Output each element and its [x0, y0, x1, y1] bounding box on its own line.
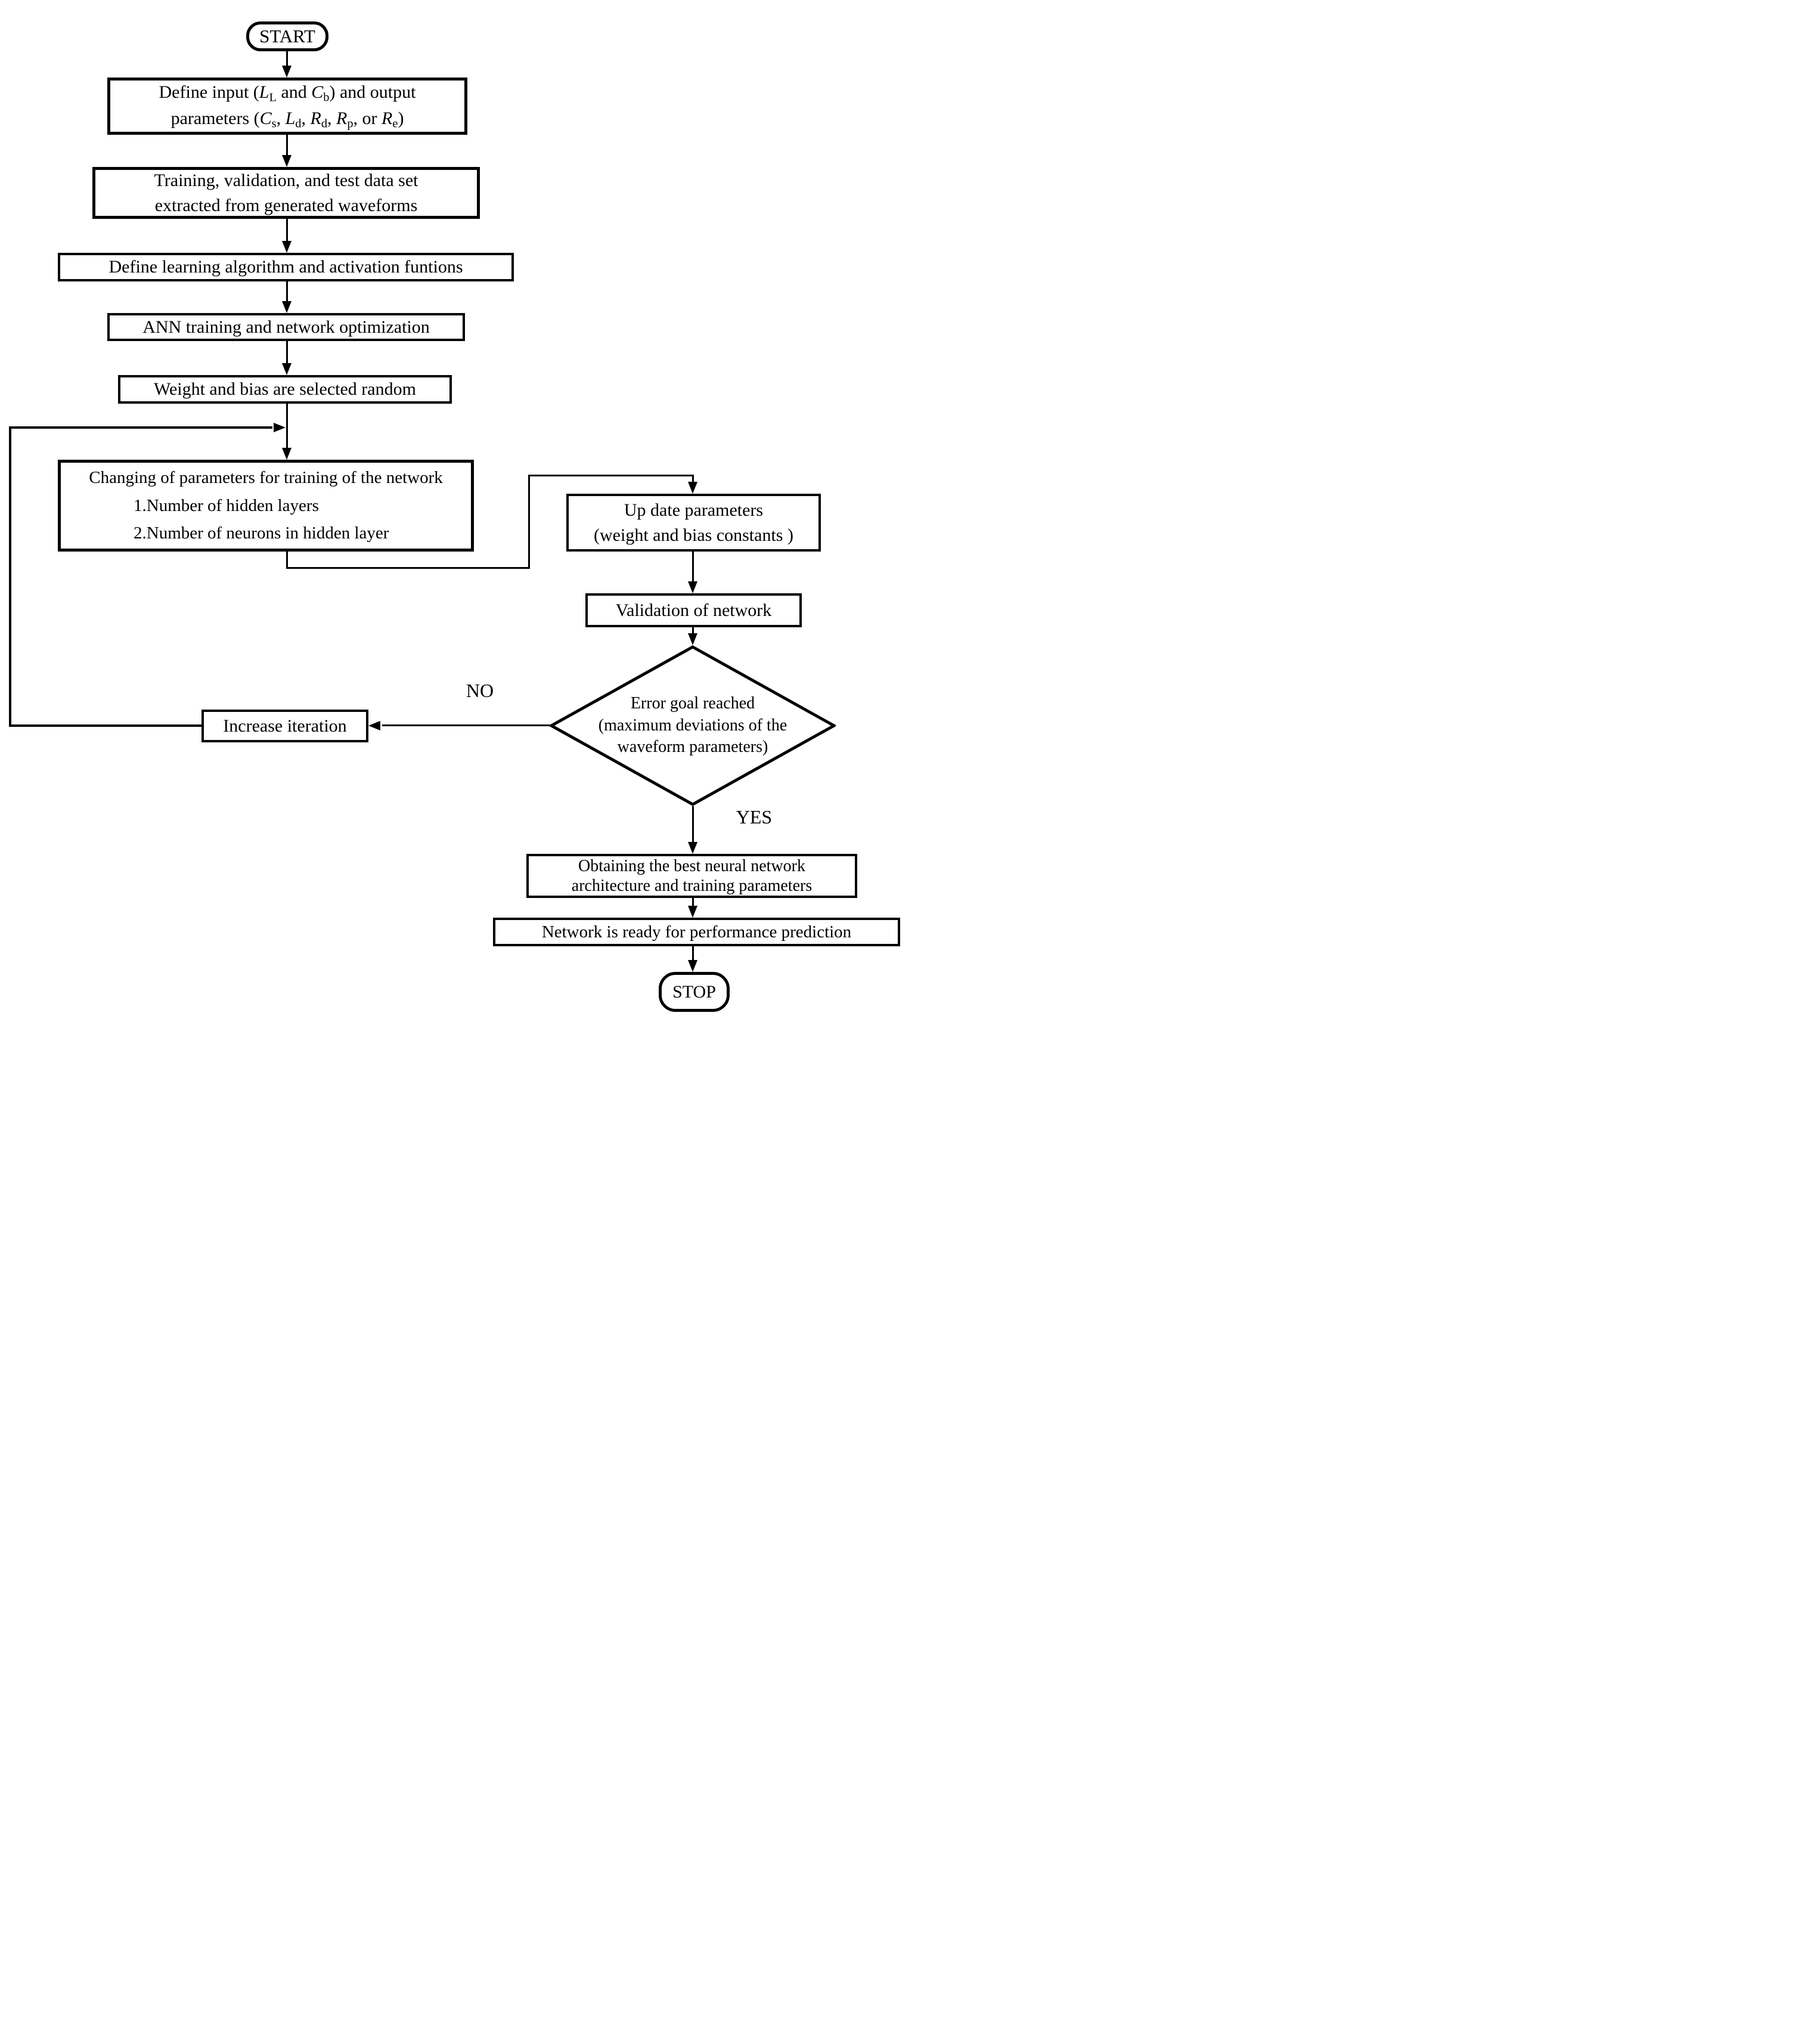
edge-obtaining-ready: [692, 898, 694, 907]
edge-bypass-into-update: [692, 475, 694, 483]
obtaining-line1: Obtaining the best neural network: [578, 856, 805, 875]
arrowhead-obtaining: [688, 842, 697, 854]
decision-line3: waveform parameters): [617, 738, 768, 757]
edge-bypass-top: [528, 475, 694, 476]
node-changing: Changing of parameters for training of t…: [58, 460, 474, 552]
label-no: NO: [466, 680, 494, 701]
stop-label: STOP: [672, 981, 716, 1002]
arrowhead-learning: [282, 241, 292, 253]
node-start: START: [246, 21, 328, 51]
arrowhead-weights: [282, 363, 292, 375]
node-validation: Validation of network: [585, 593, 802, 627]
learning-label: Define learning algorithm and activation…: [108, 257, 463, 277]
node-dataset: Training, validation, and test data set …: [92, 167, 480, 219]
arrowhead-defineio: [282, 66, 292, 78]
node-network-ready: Network is ready for performance predict…: [493, 918, 900, 946]
decision-error-goal: Error goal reached (maximum deviations o…: [548, 645, 838, 806]
edge-learning-anntraining: [286, 281, 288, 302]
update-params-line1: Up date parameters: [624, 500, 764, 521]
arrowhead-increase: [368, 721, 380, 730]
edge-loop-bottom: [10, 724, 201, 727]
update-params-line2: (weight and bias constants ): [594, 525, 793, 545]
arrowhead-changing: [282, 448, 292, 460]
decision-line1: Error goal reached: [630, 693, 755, 713]
edge-defineio-dataset: [286, 135, 288, 156]
edge-bypass-bottom: [286, 567, 530, 569]
weights-label: Weight and bias are selected random: [154, 379, 416, 399]
define-io-line2: parameters (Cs, Ld, Rd, Rp, or Re): [170, 109, 404, 131]
arrowhead-stop: [688, 960, 697, 972]
node-obtaining: Obtaining the best neural network archit…: [526, 854, 857, 898]
edge-validation-decision: [692, 627, 694, 636]
edge-loop-top: [10, 426, 272, 429]
network-ready-label: Network is ready for performance predict…: [541, 922, 852, 942]
node-increase-iteration: Increase iteration: [201, 710, 368, 742]
edge-bypass-rise: [528, 475, 530, 569]
validation-label: Validation of network: [615, 600, 772, 620]
edge-dataset-learning: [286, 219, 288, 242]
decision-diamond-shape: [548, 645, 838, 806]
edge-yes-branch: [692, 806, 694, 843]
obtaining-line2: architecture and training parameters: [571, 877, 813, 895]
edge-loop-left: [9, 426, 11, 727]
arrowhead-ready: [688, 906, 697, 918]
changing-item2: 2.Number of neurons in hidden layer: [134, 524, 389, 543]
arrowhead-validation: [688, 581, 697, 593]
arrowhead-update: [688, 482, 697, 494]
edge-update-validation: [692, 552, 694, 583]
dataset-line2: extracted from generated waveforms: [154, 195, 418, 215]
decision-text: Error goal reached (maximum deviations o…: [550, 645, 836, 806]
node-stop: STOP: [659, 972, 730, 1012]
edge-anntraining-weights: [286, 341, 288, 364]
arrowhead-loop-merge: [274, 423, 286, 432]
decision-line2: (maximum deviations of the: [598, 716, 787, 735]
dataset-line1: Training, validation, and test data set: [154, 171, 418, 191]
increase-iteration-label: Increase iteration: [223, 716, 347, 736]
arrowhead-dataset: [282, 155, 292, 167]
define-io-line1: Define input (LL and Cb) and output: [159, 82, 416, 104]
edge-start-defineio: [286, 51, 288, 67]
node-learning: Define learning algorithm and activation…: [58, 253, 514, 281]
node-weights: Weight and bias are selected random: [118, 375, 452, 404]
label-yes: YES: [736, 806, 773, 828]
arrowhead-anntraining: [282, 301, 292, 313]
node-update-params: Up date parameters (weight and bias cons…: [566, 494, 821, 552]
start-label: START: [259, 25, 315, 47]
edge-weights-changing: [286, 404, 288, 449]
changing-line1: Changing of parameters for training of t…: [89, 468, 443, 488]
ann-training-label: ANN training and network optimization: [142, 317, 430, 337]
edge-bypass-drop: [286, 552, 288, 569]
arrowhead-decision: [688, 633, 697, 645]
edge-no-branch: [382, 724, 550, 726]
node-ann-training: ANN training and network optimization: [107, 313, 465, 341]
flowchart-canvas: START Define input (LL and Cb) and outpu…: [0, 0, 907, 1022]
node-define-io: Define input (LL and Cb) and output para…: [107, 78, 467, 135]
changing-item1: 1.Number of hidden layers: [134, 495, 319, 515]
edge-ready-stop: [692, 946, 694, 961]
